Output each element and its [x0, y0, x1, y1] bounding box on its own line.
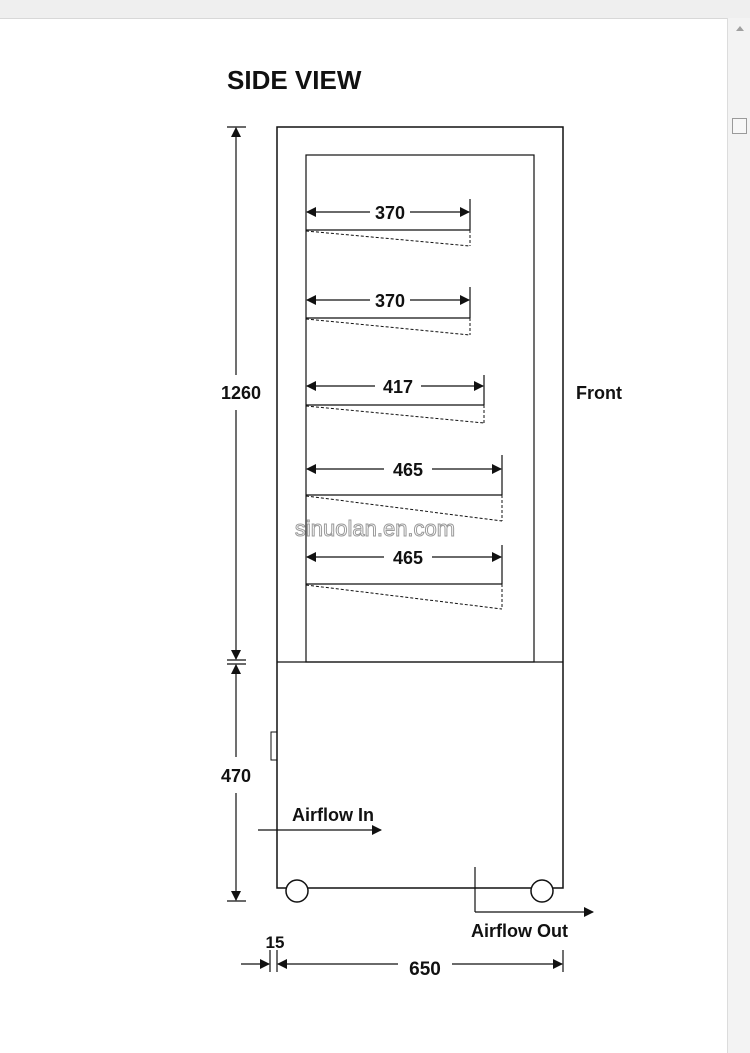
scrollbar-thumb[interactable]: [732, 118, 747, 134]
shelf-1: 370: [305, 199, 471, 247]
airflow-out: Airflow Out: [471, 867, 594, 941]
shelf-2: 370: [305, 287, 471, 336]
cabinet-outline: [276, 126, 564, 889]
glass-display-area: [305, 154, 535, 663]
shelf-5-depth-label: 465: [393, 548, 423, 568]
watermark: sinuolan.en.com: [295, 516, 455, 541]
front-label: Front: [576, 383, 622, 403]
side-handle: [270, 731, 278, 761]
side-view-diagram: SIDE VIEW 370 370 417: [221, 65, 622, 980]
scroll-up-arrow-icon[interactable]: [736, 26, 744, 31]
airflow-in: Airflow In: [258, 805, 382, 835]
shelf-3-depth-label: 417: [383, 377, 413, 397]
width-dimensions: 15 650: [241, 933, 564, 980]
shelf-4-depth-label: 465: [393, 460, 423, 480]
upper-height-label: 1260: [221, 383, 261, 403]
diagram-title: SIDE VIEW: [227, 65, 362, 95]
depth-label: 650: [409, 959, 441, 980]
offset-label: 15: [266, 933, 285, 952]
right-wheel: [530, 879, 554, 903]
shelf-2-depth-label: 370: [375, 291, 405, 311]
shelf-4: 465: [305, 455, 503, 522]
vertical-scrollbar[interactable]: [727, 18, 750, 1053]
height-dimensions: 1260 470: [221, 126, 261, 902]
shelf-3: 417: [305, 375, 485, 424]
left-wheel: [285, 879, 309, 903]
shelf-5: 465: [305, 545, 503, 610]
shelf-1-depth-label: 370: [375, 203, 405, 223]
browser-top-bar: [0, 0, 750, 19]
airflow-out-label: Airflow Out: [471, 921, 568, 941]
airflow-in-label: Airflow In: [292, 805, 374, 825]
lower-height-label: 470: [221, 766, 251, 786]
